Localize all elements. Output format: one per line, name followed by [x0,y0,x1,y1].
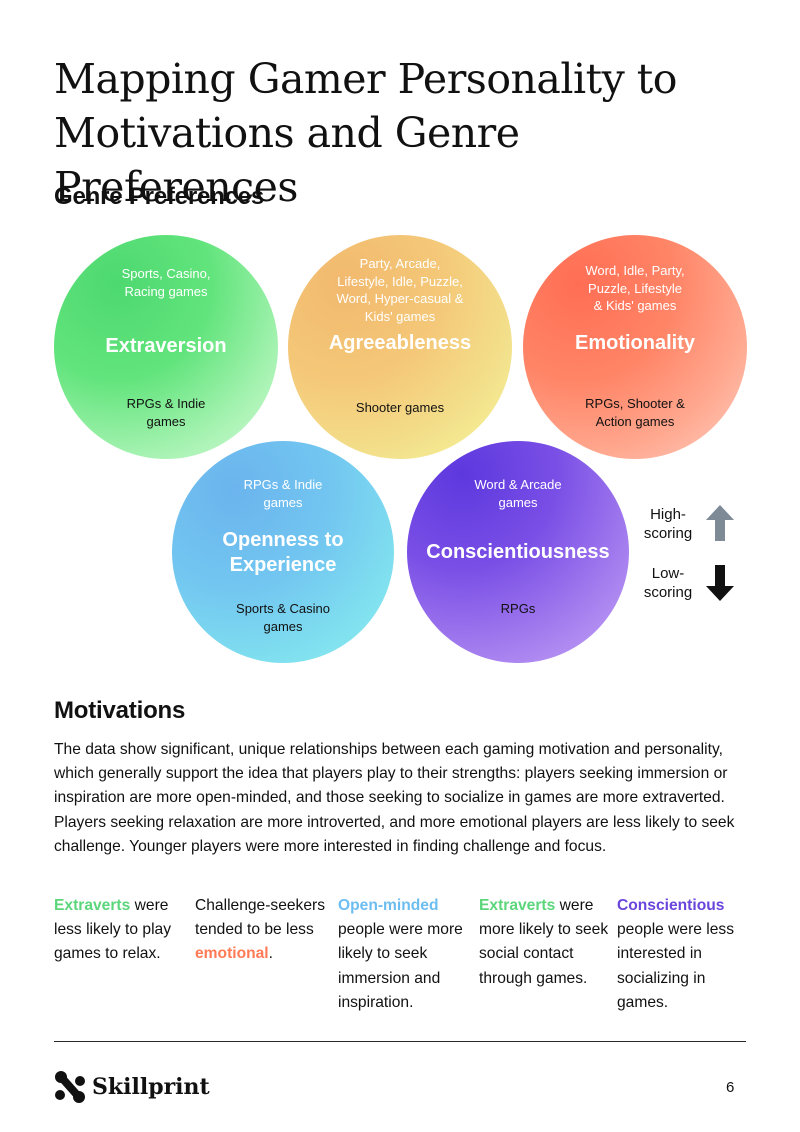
insight-extraverts-relax: Extraverts were less likely to play game… [54,894,184,967]
emotionality-circle: Word, Idle, Party, Puzzle, Lifestyle & K… [523,235,747,459]
footer-divider [54,1041,746,1042]
legend-high-line: High- [650,506,686,523]
insight-highlight: Extraverts [54,897,131,914]
motivations-intro: The data show significant, unique relati… [54,741,735,855]
conscientiousness-label: Conscientiousness [426,541,610,563]
emotionality-low-line: RPGs, Shooter & [585,396,685,411]
insight-text: Challenge-seekers tended to be less [195,897,326,939]
extraversion-high-line: Racing games [124,283,208,299]
extraversion-label: Extraversion [105,335,227,357]
insight-open-minded: Open-minded people were more likely to s… [338,894,468,1015]
openness-high-line: RPGs & Indie [243,477,323,492]
agreeableness-high-line: Word, Hyper-casual & [336,291,464,306]
genre-preferences-heading: Genre Preferences [54,183,265,210]
agreeableness-high-line: Kids' games [364,308,436,324]
openness-low-line: Sports & Casino [236,601,330,616]
emotionality-high-genres: Word, Idle, Party, Puzzle, Lifestyle & K… [560,262,710,315]
openness-high-genres: RPGs & Indie games [208,476,358,511]
legend-high-line: scoring [643,525,693,542]
conscientiousness-low-line: RPGs [500,601,536,616]
emotionality-high-line: Puzzle, Lifestyle [588,280,682,296]
emotionality-high-line: & Kids' games [593,298,677,313]
insight-text: . [268,945,273,963]
insight-highlight: Open-minded [338,897,439,914]
legend-high-scoring-label: High- scoring [633,505,703,543]
agreeableness-low-genres: Shooter games [325,399,475,417]
insight-highlight: emotional [195,945,269,963]
extraversion-circle: Sports, Casino, Racing games Extraversio… [54,235,278,459]
extraversion-high-line: Sports, Casino, [121,266,211,281]
insight-highlight: Extraverts [479,897,556,914]
conscientiousness-high-line: games [498,494,538,510]
arrow-up-icon [706,505,734,541]
legend-low-scoring-label: Low- scoring [633,564,703,602]
openness-label-line: Openness to [222,529,344,551]
arrow-down-icon [706,565,734,601]
agreeableness-high-genres: Party, Arcade, Lifestyle, Idle, Puzzle, … [320,255,480,325]
extraversion-low-line: RPGs & Indie [126,396,206,411]
insight-text: people were more likely to seek immersio… [338,921,463,1011]
openness-circle: RPGs & Indie games Openness to Experienc… [172,441,394,663]
conscientiousness-high-line: Word & Arcade [474,477,562,492]
openness-low-genres: Sports & Casino games [208,600,358,635]
insight-extraverts-social: Extraverts were more likely to seek soci… [479,894,611,991]
insight-conscientious: Conscientious people were less intereste… [617,894,749,1015]
openness-low-line: games [263,618,303,634]
openness-high-line: games [263,494,303,510]
insight-challenge-seekers: Challenge-seekers tended to be less emot… [195,894,327,967]
insight-text: were less likely to play games to relax. [54,897,171,963]
agreeableness-low-line: Shooter games [355,400,445,415]
extraversion-low-line: games [146,413,186,429]
conscientiousness-low-genres: RPGs [443,600,593,618]
conscientiousness-circle: Word & Arcade games Conscientiousness RP… [407,441,629,663]
legend-low-line: scoring [643,584,693,601]
insight-text: were more likely to seek social contact … [479,897,609,987]
openness-label-line: Experience [229,554,337,576]
emotionality-label: Emotionality [574,332,695,354]
legend-low-line: Low- [651,565,685,582]
page-title-line-1: Mapping Gamer Personality to [54,55,677,103]
motivations-heading: Motivations [54,697,186,724]
page-title: Mapping Gamer Personality to Motivations… [54,52,754,214]
conscientiousness-high-genres: Word & Arcade games [443,476,593,511]
insight-highlight: Conscientious [617,897,725,914]
page-title-line-2: Motivations and Genre Preferences [54,109,520,211]
page-number: 6 [726,1079,735,1096]
agreeableness-circle: Party, Arcade, Lifestyle, Idle, Puzzle, … [288,235,512,459]
extraversion-low-genres: RPGs & Indie games [91,395,241,430]
agreeableness-high-line: Party, Arcade, [359,256,441,271]
skillprint-logo-icon [55,1071,85,1103]
emotionality-low-genres: RPGs, Shooter & Action games [560,395,710,430]
emotionality-high-line: Word, Idle, Party, [585,263,685,278]
insight-text: people were less interested in socializi… [617,921,735,1011]
agreeableness-label: Agreeableness [328,332,472,354]
extraversion-high-genres: Sports, Casino, Racing games [91,265,241,300]
brand-name: Skillprint [92,1074,210,1100]
emotionality-low-line: Action games [595,413,675,429]
openness-label: Openness to Experience [178,528,388,578]
agreeableness-high-line: Lifestyle, Idle, Puzzle, [337,273,463,289]
